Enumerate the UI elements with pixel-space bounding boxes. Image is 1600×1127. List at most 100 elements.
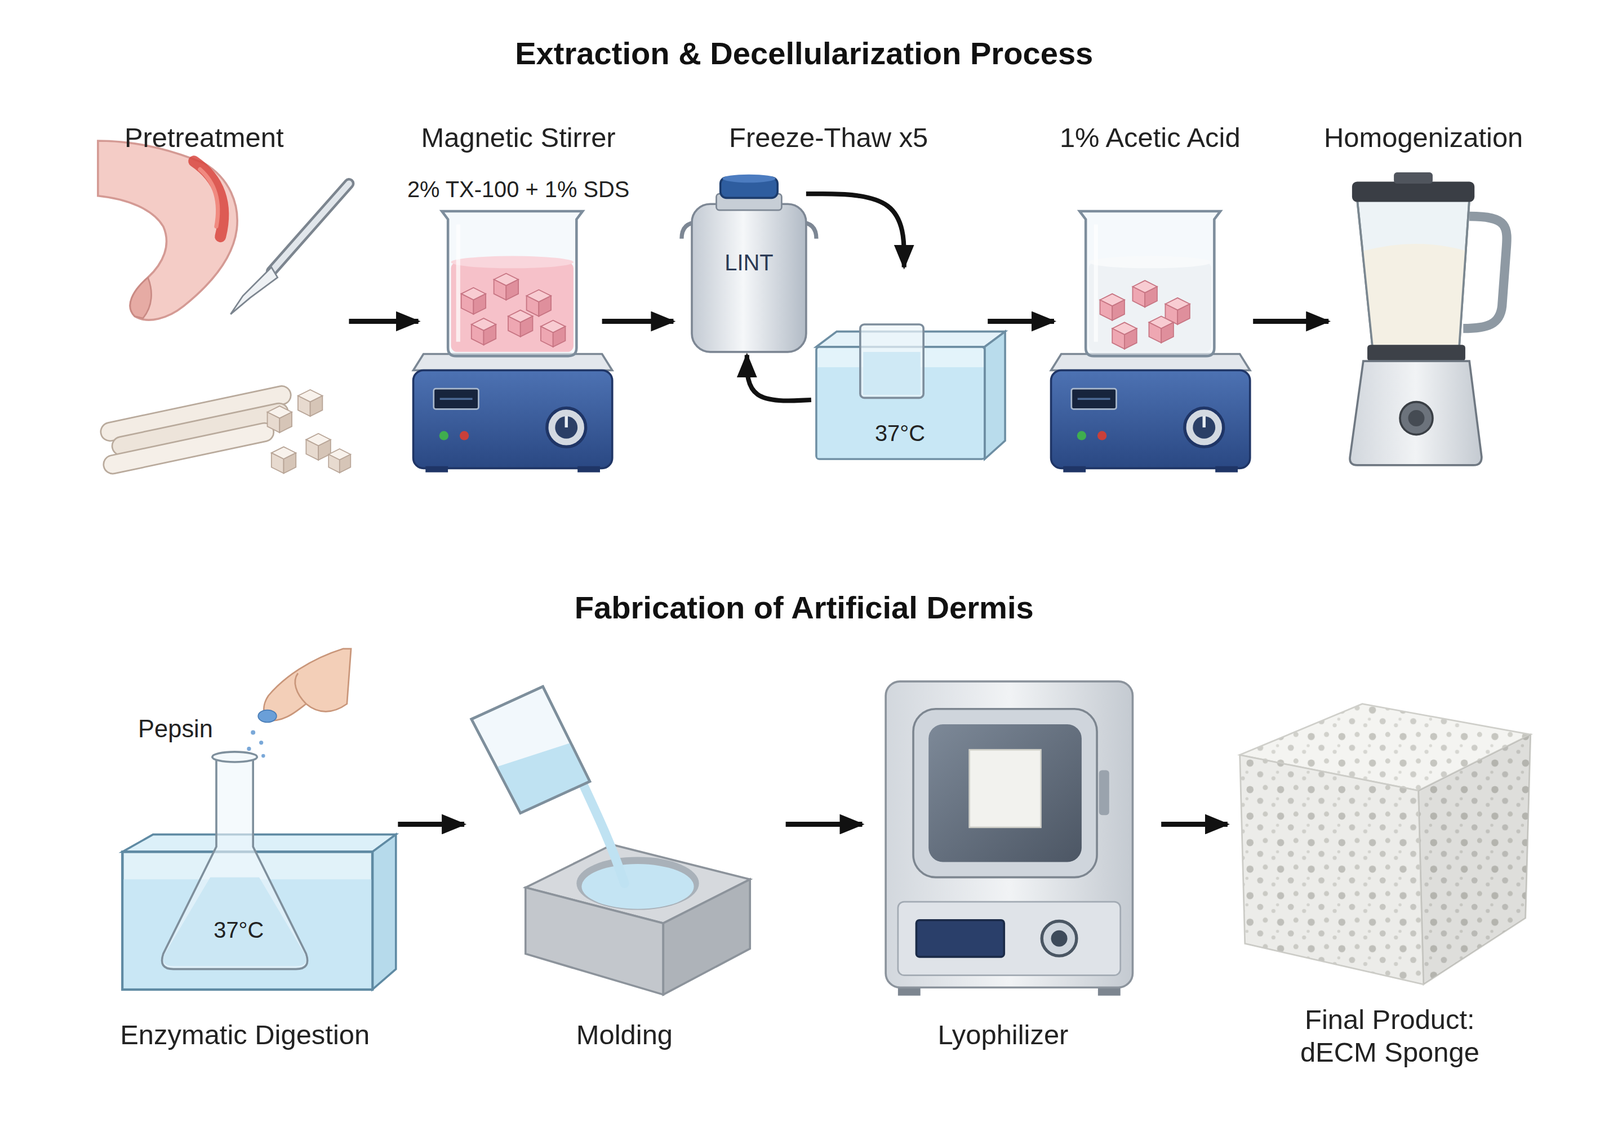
- step-label: Pretreatment: [124, 121, 284, 155]
- magnetic-stirrer: [1148, 316, 1173, 343]
- mold: [581, 864, 694, 910]
- tissue-cube: [305, 433, 331, 461]
- animal-leg: [130, 277, 152, 319]
- section-heading: Extraction & Decellularization Process: [514, 34, 1093, 72]
- blender: [1357, 198, 1470, 348]
- flow-arrow: [785, 821, 863, 828]
- hand: [246, 649, 351, 758]
- hand: [295, 673, 307, 704]
- magnetic-stirrer: [1051, 211, 1251, 473]
- scalpel: [271, 183, 350, 272]
- liquid-nitrogen-dewar: [691, 203, 807, 353]
- blender: [1349, 172, 1508, 466]
- blender: [1463, 216, 1507, 329]
- magnetic-stirrer: [451, 261, 574, 352]
- step-label: Pepsin: [138, 714, 213, 744]
- animal-leg: [193, 161, 224, 237]
- flask: [162, 752, 308, 970]
- step-label: Molding: [576, 1019, 673, 1053]
- section-heading: Fabrication of Artificial Dermis: [574, 588, 1034, 626]
- process-step: Pretreatment: [96, 112, 349, 480]
- blender: [1393, 172, 1433, 184]
- step-label: 37°C: [874, 420, 926, 447]
- magnetic-stirrer: [1051, 353, 1251, 473]
- process-step: Homogenization: [1328, 112, 1513, 475]
- pouring-beaker: [583, 785, 625, 884]
- flask: [212, 752, 258, 763]
- scalpel: [230, 267, 278, 315]
- process-step: Magnetic Stirrer2% TX-100 + 1% SDS: [418, 112, 603, 475]
- hand: [263, 649, 351, 721]
- water-bath: [372, 834, 397, 990]
- pouring-beaker: [471, 686, 590, 814]
- tissue-cube: [328, 449, 351, 473]
- lyophilizer: [928, 724, 1082, 863]
- blender: [1357, 198, 1470, 348]
- step-label: Homogenization: [1323, 121, 1523, 155]
- process-step: 1% Acetic Acid: [1054, 112, 1253, 475]
- magnetic-stirrer: [508, 310, 533, 337]
- lyophilizer: [1099, 770, 1110, 816]
- flask: [163, 877, 306, 967]
- mold: [576, 856, 699, 910]
- magnetic-stirrer: [461, 287, 486, 315]
- magnetic-stirrer: [441, 211, 583, 357]
- flow-arrow: [987, 318, 1055, 324]
- dECM-sponge: [1418, 734, 1531, 985]
- scalpel: [271, 183, 350, 272]
- lyophilizer: [898, 901, 1121, 976]
- dECM-sponge: [1240, 704, 1531, 985]
- water-bath: [860, 324, 924, 398]
- animal-leg: [200, 169, 219, 227]
- tissue-cube: [271, 446, 296, 474]
- magnetic-stirrer: [494, 273, 519, 300]
- illustration-part: [95, 140, 1531, 997]
- lyophilizer: [885, 681, 1133, 997]
- hand: [246, 747, 251, 751]
- animal-leg: [98, 140, 238, 320]
- magnetic-stirrer: [1132, 280, 1157, 308]
- tendon-bundle: [101, 421, 276, 476]
- flow-arrow: [806, 193, 905, 268]
- blender: [1367, 344, 1466, 362]
- tissue-cube: [267, 406, 292, 433]
- blender: [1407, 410, 1425, 427]
- blender: [1352, 181, 1475, 202]
- tendon-bundle: [95, 384, 300, 476]
- lyophilizer: [916, 920, 1004, 958]
- step-note: 2% TX-100 + 1% SDS: [407, 176, 630, 203]
- process-step: Freeze-Thaw x5LINT37°C: [665, 112, 1008, 470]
- magnetic-stirrer: [413, 353, 613, 473]
- step-label: Freeze-Thaw x5: [729, 121, 928, 155]
- blender: [1400, 402, 1433, 435]
- animal-leg: [98, 140, 238, 320]
- water-bath: [816, 324, 1006, 460]
- magnetic-stirrer: [451, 256, 574, 269]
- magnetic-stirrer: [1112, 322, 1137, 349]
- liquid-nitrogen-dewar: [722, 174, 776, 183]
- tissue-cube: [298, 389, 323, 417]
- magnetic-stirrer: [441, 211, 583, 357]
- magnetic-stirrer: [540, 320, 566, 348]
- magnetic-stirrer: [471, 318, 496, 345]
- magnetic-stirrer: [1079, 211, 1221, 357]
- hand: [259, 740, 264, 745]
- magnetic-stirrer: [1089, 256, 1212, 269]
- mold: [525, 845, 750, 995]
- hand: [258, 710, 277, 723]
- blender: [1363, 243, 1467, 345]
- magnetic-stirrer: [1100, 294, 1125, 321]
- magnetic-stirrer: [1094, 224, 1099, 342]
- step-label: Lyophilizer: [937, 1019, 1069, 1053]
- magnetic-stirrer: [413, 211, 613, 473]
- lyophilizer: [1041, 921, 1077, 957]
- flow-arrow: [348, 318, 419, 324]
- water-bath: [122, 834, 396, 853]
- flow-arrow: [1161, 821, 1228, 828]
- flask: [162, 757, 308, 970]
- water-bath: [816, 347, 985, 460]
- magnetic-stirrer: [456, 224, 461, 342]
- lyophilizer: [1051, 930, 1068, 948]
- process-step: Lyophilizer: [861, 673, 1162, 1061]
- water-bath: [863, 352, 920, 395]
